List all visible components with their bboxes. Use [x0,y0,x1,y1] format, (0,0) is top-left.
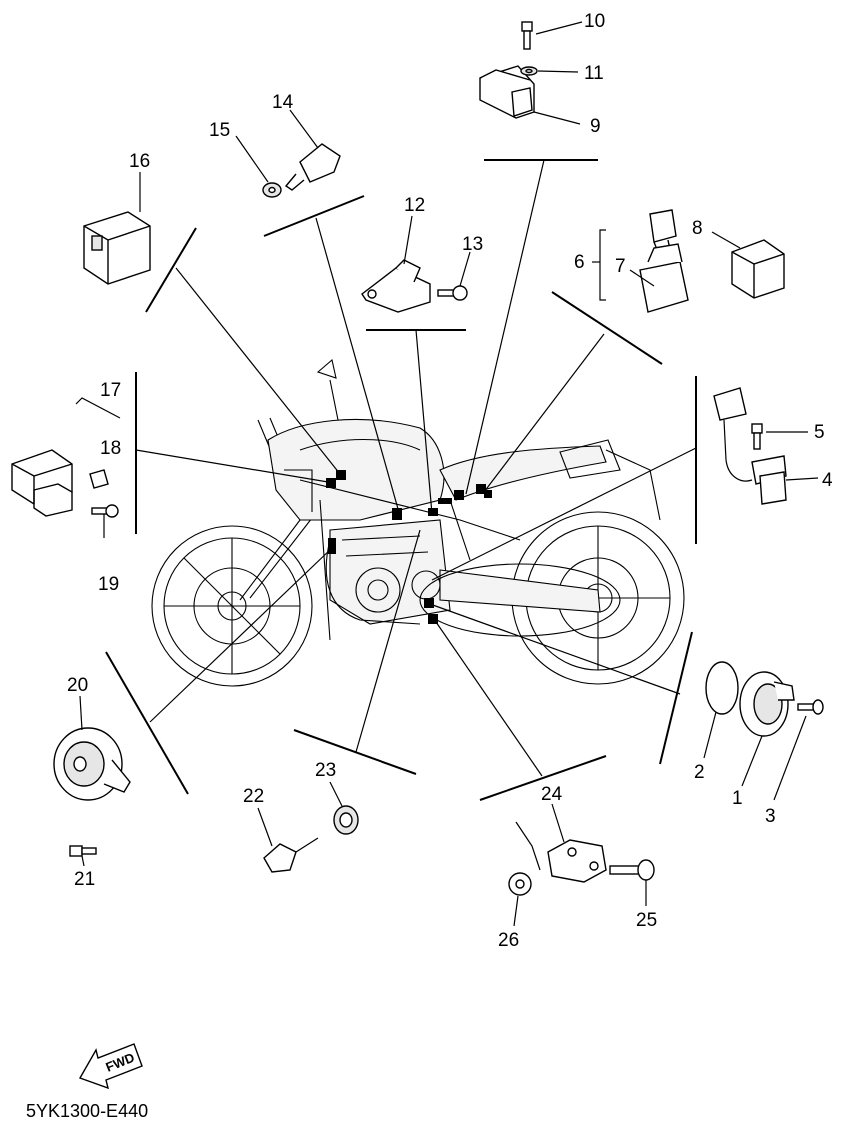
callout-25: 25 [636,910,657,931]
part-10-bolt [521,21,533,50]
part-1-sensor-cover [739,671,795,737]
motorcycle-illustration [151,358,685,687]
callout-18: 18 [100,438,121,459]
callout-4: 4 [822,470,833,491]
callout-15: 15 [209,120,230,141]
part-15-gasket [262,182,282,198]
callout-9: 9 [590,116,601,137]
location-markers [326,470,492,624]
part-22-switch [263,837,319,873]
part-24-sensor-plate [515,821,607,883]
part-25-bolt [609,859,655,881]
callout-24: 24 [541,784,563,805]
part-7-relay-holder [639,243,689,313]
callout-22: 22 [243,786,264,807]
part-19-screw [91,504,119,518]
callout-11: 11 [584,63,604,84]
part-11-washer [520,66,538,76]
callout-2: 2 [694,762,705,783]
callout-23: 23 [315,760,336,781]
part-26-nut [508,872,532,896]
part-2-o-ring [705,661,739,715]
fwd-arrow-icon: FWD [78,1043,143,1090]
document-code: 5YK1300-E440 [26,1101,148,1121]
part-8-relay [731,239,785,299]
callout-19: 19 [98,574,119,595]
part-9-starter-relay [479,65,535,119]
callout-21: 21 [74,869,95,890]
callout-5: 5 [814,422,825,443]
callout-26: 26 [498,930,519,951]
part-21-bolt [69,845,97,857]
callout-16: 16 [129,151,150,172]
part-13-screw [437,285,468,301]
callout-3: 3 [765,806,776,827]
part-4-sensor-with-lead [713,387,787,505]
part-18-fuse [89,469,109,489]
part-3-bolt [797,699,824,715]
part-12-bracket-sensor [361,259,431,313]
callout-8: 8 [692,218,703,239]
leader-lines [79,21,819,927]
part-17-relay-unit [11,397,121,517]
part-14-sensor [284,143,341,191]
callout-12: 12 [404,195,425,216]
callout-10: 10 [584,11,605,32]
callout-20: 20 [67,675,88,696]
callout-13: 13 [462,234,483,255]
part-5-bolt [751,423,763,450]
callout-numbers: 1 2 3 4 5 6 7 8 9 10 11 12 13 14 15 16 1… [67,11,833,951]
part-16-control-unit [83,211,151,285]
front-wheel [151,525,313,687]
callout-7: 7 [615,256,626,277]
callout-14: 14 [272,92,294,113]
callout-1: 1 [732,788,743,809]
part-20-horn [53,727,131,801]
callout-17: 17 [100,380,121,401]
callout-6: 6 [574,252,585,273]
part-23-grommet [333,805,359,835]
